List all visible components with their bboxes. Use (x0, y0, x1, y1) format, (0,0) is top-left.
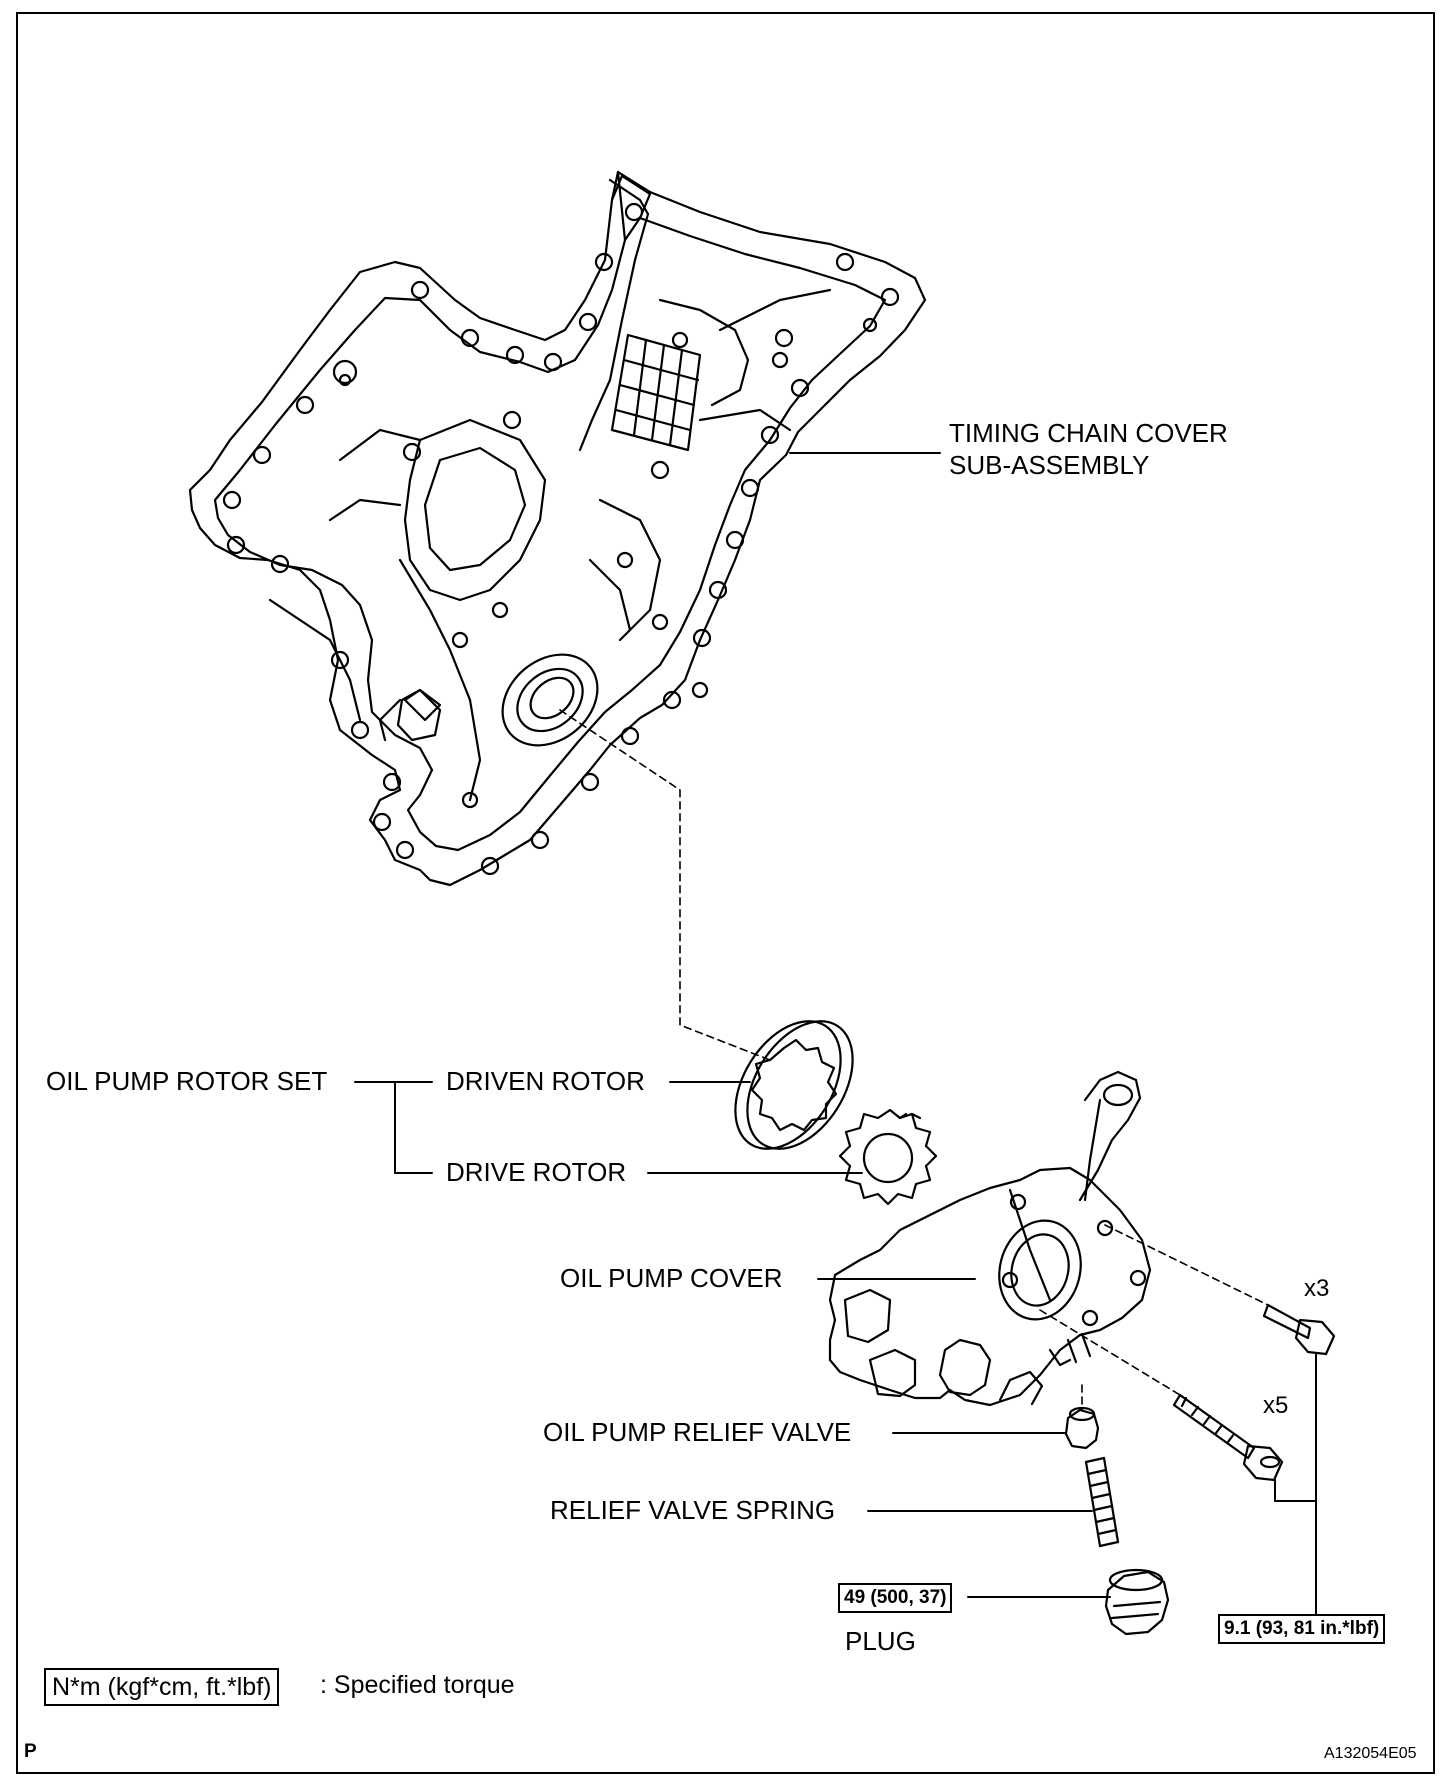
corner-mark: P (24, 1741, 37, 1762)
bolt-x3-drawing (1262, 1303, 1336, 1356)
label-oil-pump-relief-valve: OIL PUMP RELIEF VALVE (543, 1417, 852, 1447)
drive-rotor-drawing (838, 1108, 938, 1206)
relief-valve-drawing (1064, 1406, 1100, 1450)
torque-spec-plug: 49 (500, 37) (838, 1583, 953, 1613)
label-timing-chain-cover-sub: SUB-ASSEMBLY (949, 450, 1150, 480)
oil-pump-cover-drawing (828, 1070, 1152, 1407)
label-qty-x5: x5 (1263, 1392, 1289, 1419)
timing-chain-cover-drawing (188, 170, 927, 887)
relief-valve-spring-drawing (1084, 1456, 1120, 1548)
label-plug: PLUG (845, 1626, 916, 1656)
leader-lines (354, 452, 1317, 1629)
diagram-frame (16, 12, 1435, 1774)
plug-drawing (1104, 1568, 1170, 1636)
label-drive-rotor: DRIVE ROTOR (446, 1157, 627, 1187)
assembly-dashed-lines (559, 709, 1269, 1411)
figure-id: A132054E05 (1324, 1745, 1417, 1762)
legend-torque-unit-box: N*m (kgf*cm, ft.*lbf) (44, 1668, 280, 1706)
label-timing-chain-cover: TIMING CHAIN COVER (949, 418, 1228, 448)
label-relief-valve-spring: RELIEF VALVE SPRING (550, 1495, 836, 1525)
label-oil-pump-cover: OIL PUMP COVER (560, 1263, 783, 1293)
label-oil-pump-rotor-set: OIL PUMP ROTOR SET (46, 1066, 328, 1096)
label-qty-x3: x3 (1304, 1275, 1330, 1302)
driven-rotor-drawing (734, 1020, 854, 1150)
label-driven-rotor: DRIVEN ROTOR (446, 1066, 645, 1096)
legend-description: : Specified torque (320, 1671, 515, 1699)
torque-spec-bolts: 9.1 (93, 81 in.*lbf) (1218, 1614, 1386, 1644)
